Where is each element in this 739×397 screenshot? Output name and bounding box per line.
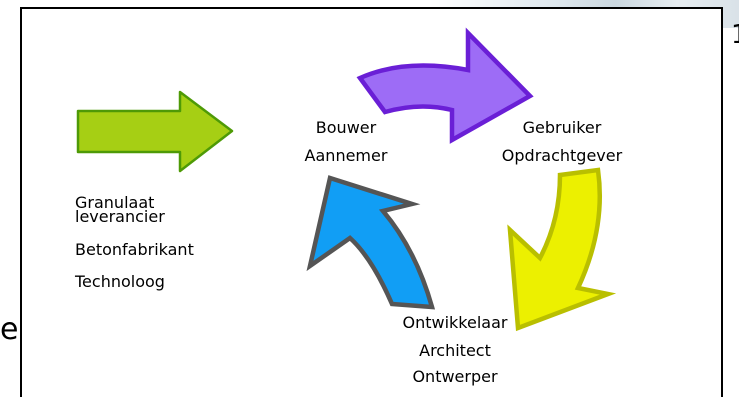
blue-arrow-icon: [306, 175, 436, 310]
label-gebruiker: Gebruiker: [522, 118, 602, 137]
label-betonfabrikant: Betonfabrikant: [75, 240, 194, 259]
green-arrow-icon: [76, 90, 234, 173]
purple-arrow-icon: [356, 27, 534, 144]
label-architect: Architect: [419, 341, 491, 360]
clipped-right-text: 1: [731, 22, 739, 48]
label-granulaat: Granulaat: [75, 193, 155, 212]
label-aannemer: Aannemer: [304, 146, 388, 165]
label-ontwikkelaar: Ontwikkelaar: [402, 313, 508, 332]
background-right-edge: [725, 28, 739, 395]
label-bouwer: Bouwer: [315, 118, 377, 137]
label-technoloog: Technoloog: [75, 272, 165, 291]
yellow-arrow-icon: [507, 167, 617, 332]
label-opdrachtgever: Opdrachtgever: [501, 146, 623, 165]
clipped-left-text: er: [0, 315, 20, 345]
label-leverancier: leverancier: [75, 207, 165, 226]
label-ontwerper: Ontwerper: [412, 367, 498, 386]
